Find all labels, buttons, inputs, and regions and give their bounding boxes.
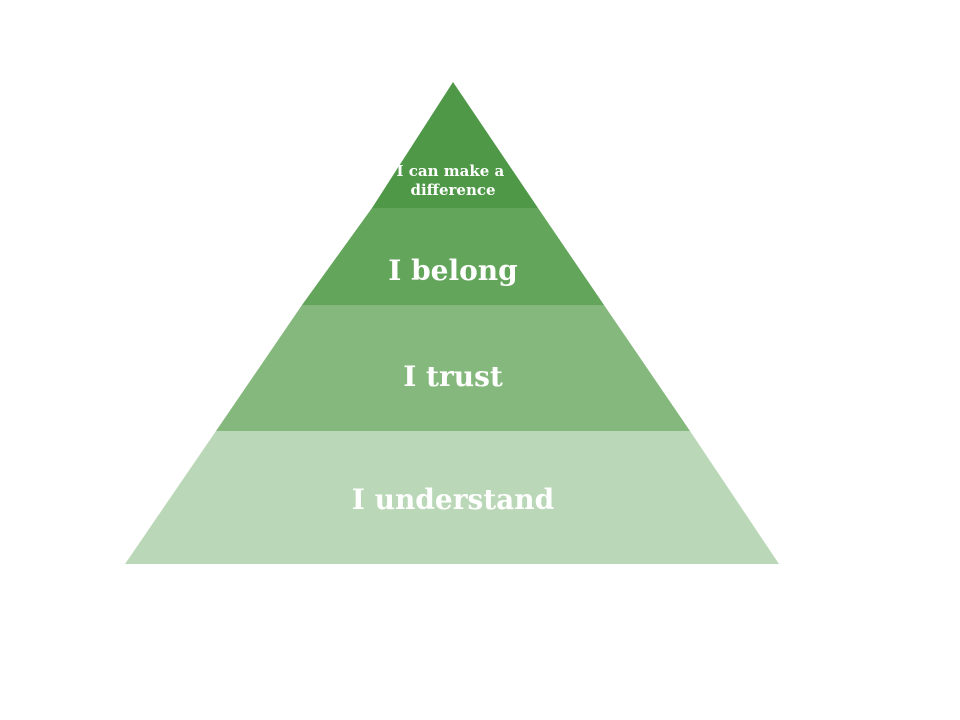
tier-shape-base: [125, 431, 779, 564]
tier-shape-third: [216, 305, 690, 431]
tier-label-third-line-1: I trust: [403, 360, 503, 393]
tier-shape-top: [372, 82, 538, 208]
pyramid-tier-third: I trust: [216, 305, 690, 431]
tier-label-top-line-1: I can make a: [397, 162, 505, 180]
pyramid-tier-top: I can make a difference: [372, 82, 538, 208]
tier-label-base-line-1: I understand: [352, 483, 554, 516]
tier-label-third: I trust: [403, 360, 503, 393]
tier-shape-second: [302, 208, 604, 305]
tier-label-top: I can make a difference: [397, 162, 510, 199]
tier-label-second: I belong: [388, 254, 518, 287]
tier-label-base: I understand: [352, 483, 554, 516]
pyramid-tier-second: I belong: [302, 208, 604, 305]
tier-label-second-line-1: I belong: [388, 254, 518, 287]
pyramid-tier-base: I understand: [125, 431, 779, 564]
tier-label-top-line-2: difference: [410, 181, 495, 199]
